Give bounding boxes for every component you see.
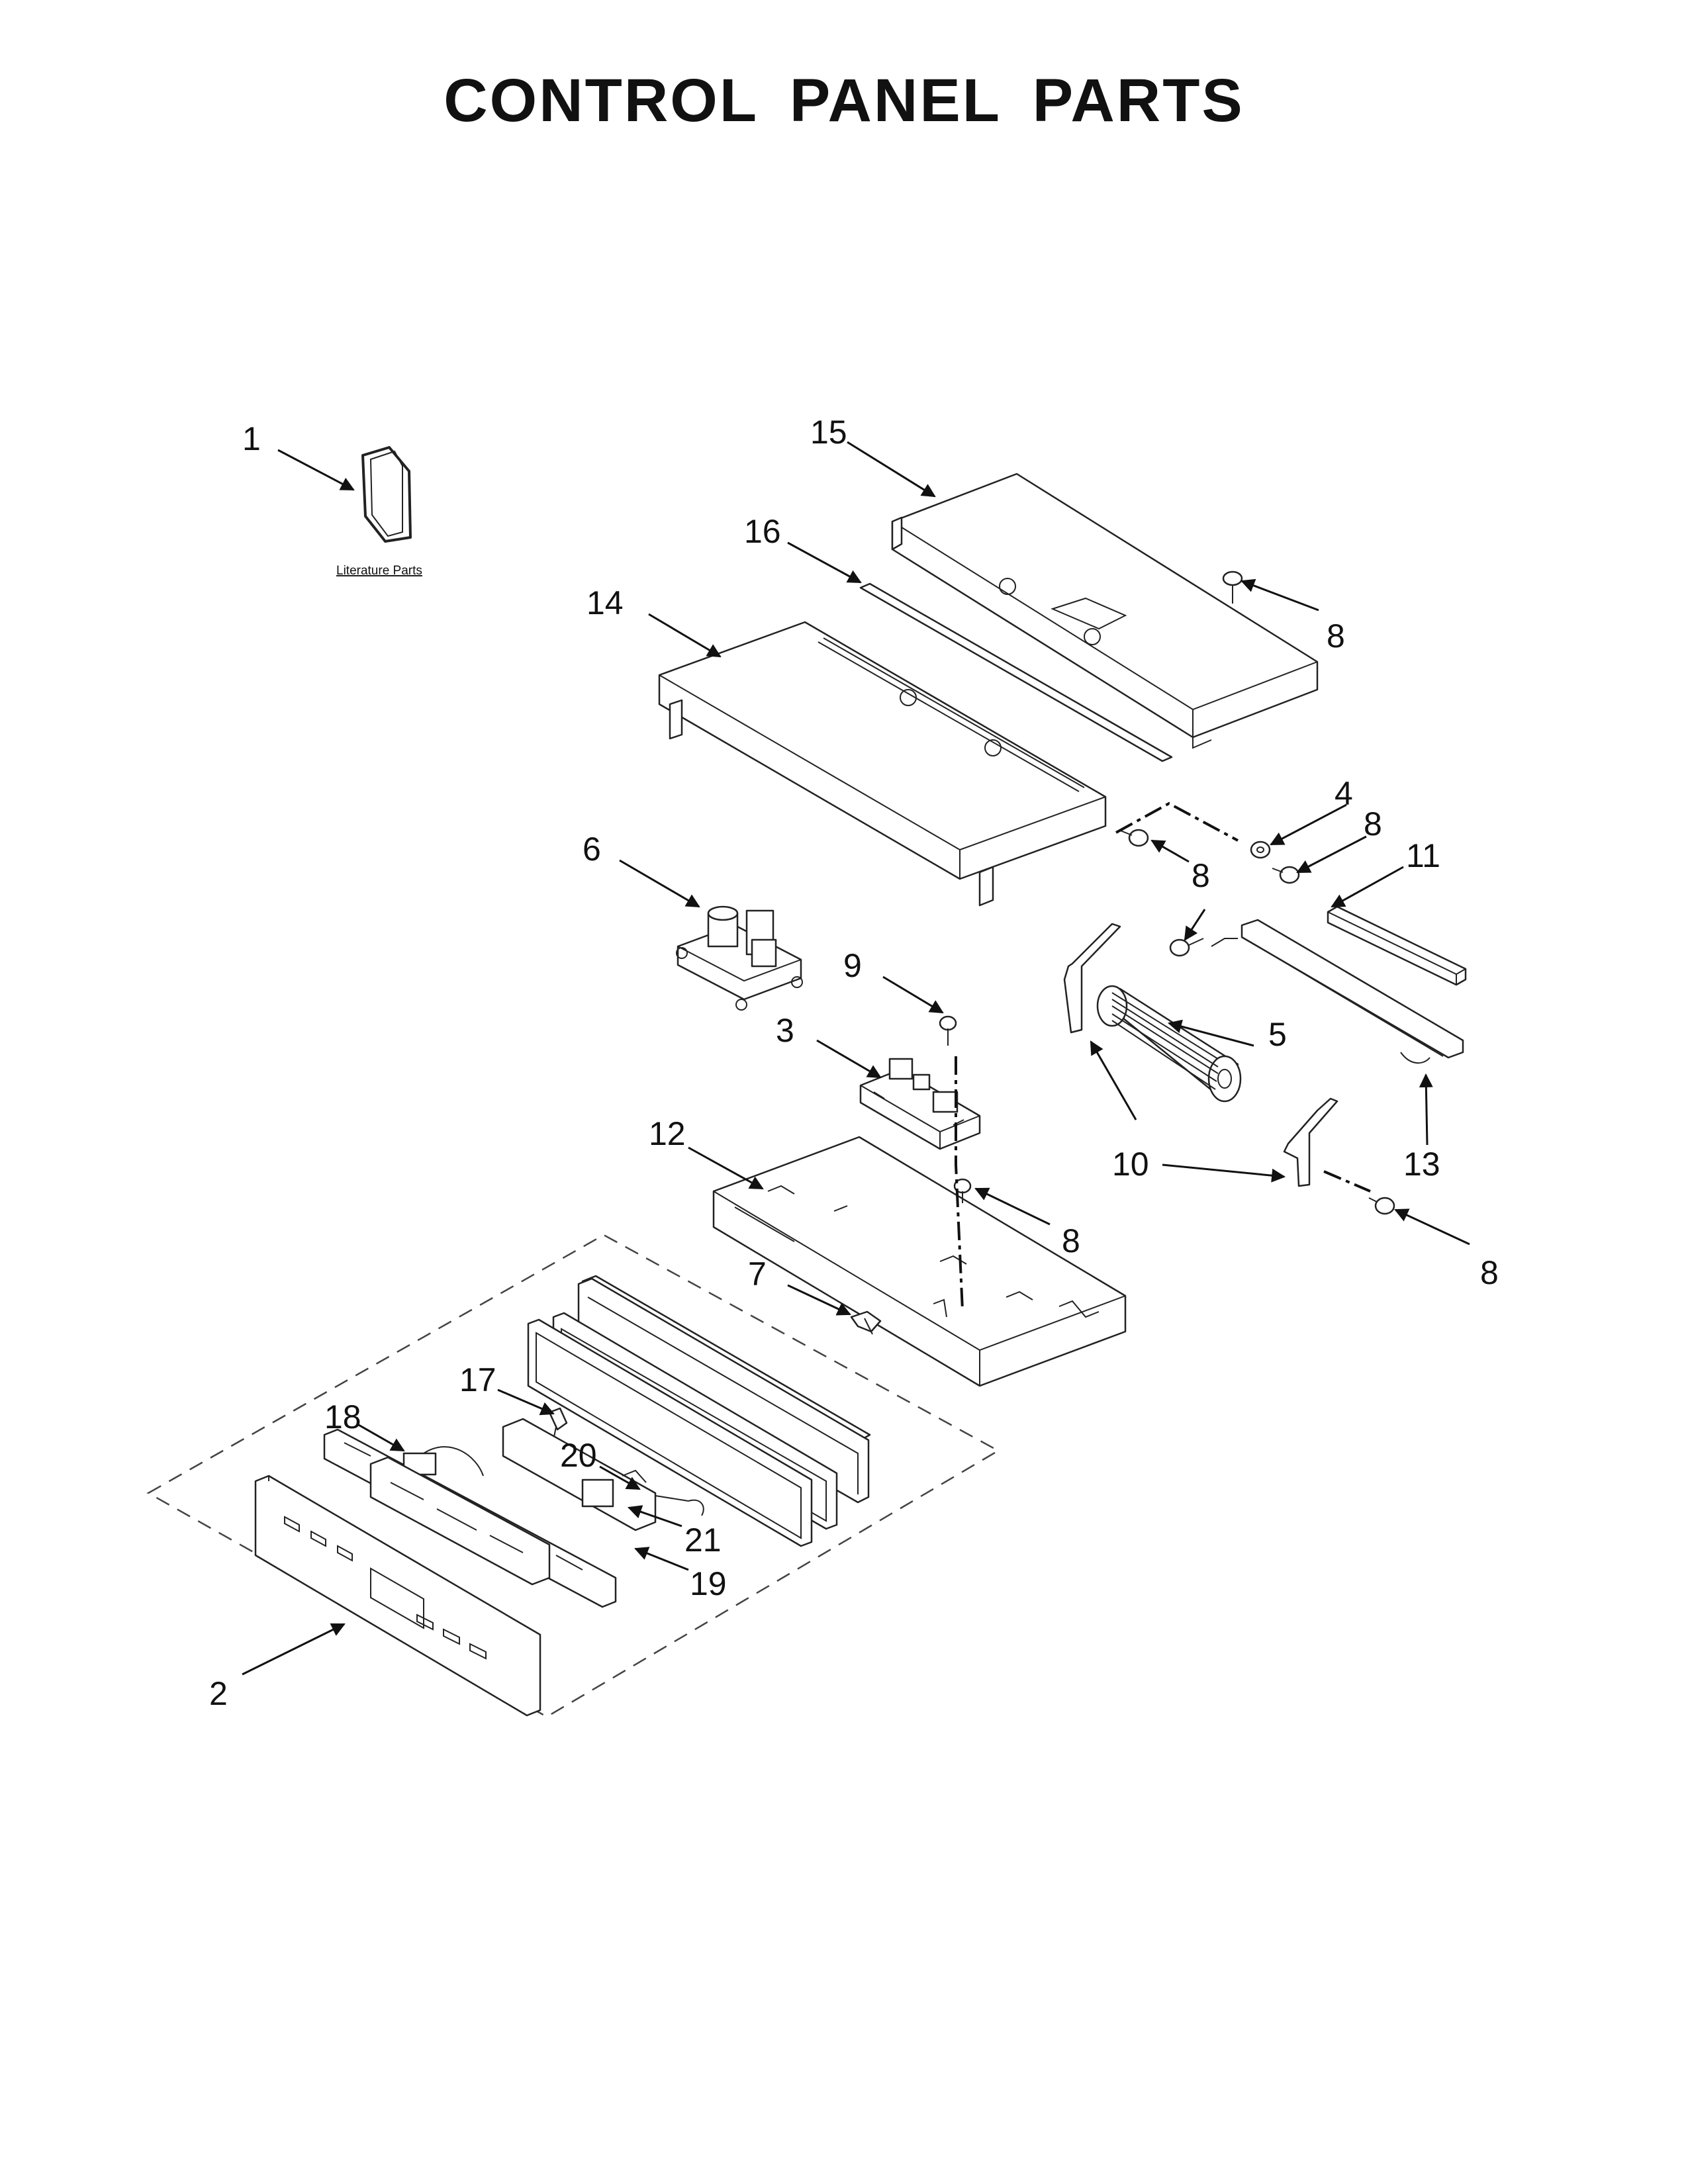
callout-7: 7 bbox=[748, 1255, 767, 1293]
part-13-mounting-bracket bbox=[1211, 919, 1464, 1064]
part-8-screw-center bbox=[953, 1178, 972, 1203]
part-14-mid-cover bbox=[658, 621, 1107, 907]
assembly-line-10 bbox=[1323, 1170, 1371, 1193]
part-8-screw-top bbox=[1222, 570, 1243, 604]
part-2-faceplate bbox=[254, 1475, 541, 1717]
callout-8-c: 8 bbox=[1192, 857, 1210, 894]
callout-20: 20 bbox=[560, 1437, 597, 1474]
part-3-relay-board bbox=[859, 1058, 981, 1150]
callout-8-d: 8 bbox=[1062, 1222, 1080, 1259]
leader-lines bbox=[242, 441, 1470, 1676]
part-4-washer bbox=[1250, 841, 1271, 859]
part-12-bottom-panel bbox=[712, 1136, 1127, 1387]
callout-12: 12 bbox=[649, 1115, 686, 1152]
callout-8-a: 8 bbox=[1327, 617, 1345, 655]
callout-5: 5 bbox=[1268, 1016, 1287, 1053]
part-5-blower-fan bbox=[1096, 985, 1242, 1103]
part-9-screw bbox=[939, 1015, 957, 1046]
callout-4: 4 bbox=[1335, 775, 1353, 812]
callout-21: 21 bbox=[684, 1522, 722, 1559]
assembly-line-9 bbox=[955, 1056, 964, 1311]
assembly-line-4 bbox=[1115, 801, 1239, 842]
part-10-bracket-left bbox=[1063, 923, 1121, 1034]
callout-1: 1 bbox=[242, 420, 261, 457]
glass-frame-assembly bbox=[527, 1275, 871, 1547]
part-8-screw-mid-left bbox=[1118, 829, 1149, 847]
part-15-top-cover bbox=[891, 473, 1319, 749]
callout-3: 3 bbox=[776, 1012, 794, 1049]
part-6-power-board bbox=[676, 905, 803, 1011]
part-8-screw-bracket bbox=[1169, 938, 1204, 957]
part-10-bracket-right bbox=[1283, 1097, 1338, 1187]
callout-17: 17 bbox=[459, 1361, 496, 1398]
callout-8-b: 8 bbox=[1364, 805, 1382, 842]
callout-15: 15 bbox=[810, 414, 847, 451]
part-8-screw-lower-right bbox=[1368, 1197, 1395, 1215]
part-16-strip bbox=[859, 582, 1173, 762]
literature-parts-label: Literature Parts bbox=[336, 564, 422, 578]
callout-19: 19 bbox=[690, 1565, 727, 1602]
callout-9: 9 bbox=[843, 947, 862, 984]
callout-2: 2 bbox=[209, 1675, 228, 1712]
callout-14: 14 bbox=[586, 584, 624, 621]
page-title: CONTROL PANEL PARTS bbox=[444, 67, 1244, 134]
callout-16: 16 bbox=[744, 513, 781, 550]
callout-8-e: 8 bbox=[1480, 1254, 1499, 1291]
callout-13: 13 bbox=[1403, 1146, 1440, 1183]
callout-6: 6 bbox=[583, 831, 601, 868]
callout-11: 11 bbox=[1406, 837, 1440, 874]
callout-10: 10 bbox=[1112, 1146, 1149, 1183]
part-19-ui-board bbox=[369, 1456, 551, 1586]
part-7-clip bbox=[850, 1310, 882, 1335]
part-20-21-electronics bbox=[502, 1418, 704, 1531]
callout-18: 18 bbox=[324, 1398, 361, 1435]
part-8-screw-mid-right bbox=[1272, 866, 1300, 884]
part-1-literature-booklet bbox=[361, 446, 412, 543]
